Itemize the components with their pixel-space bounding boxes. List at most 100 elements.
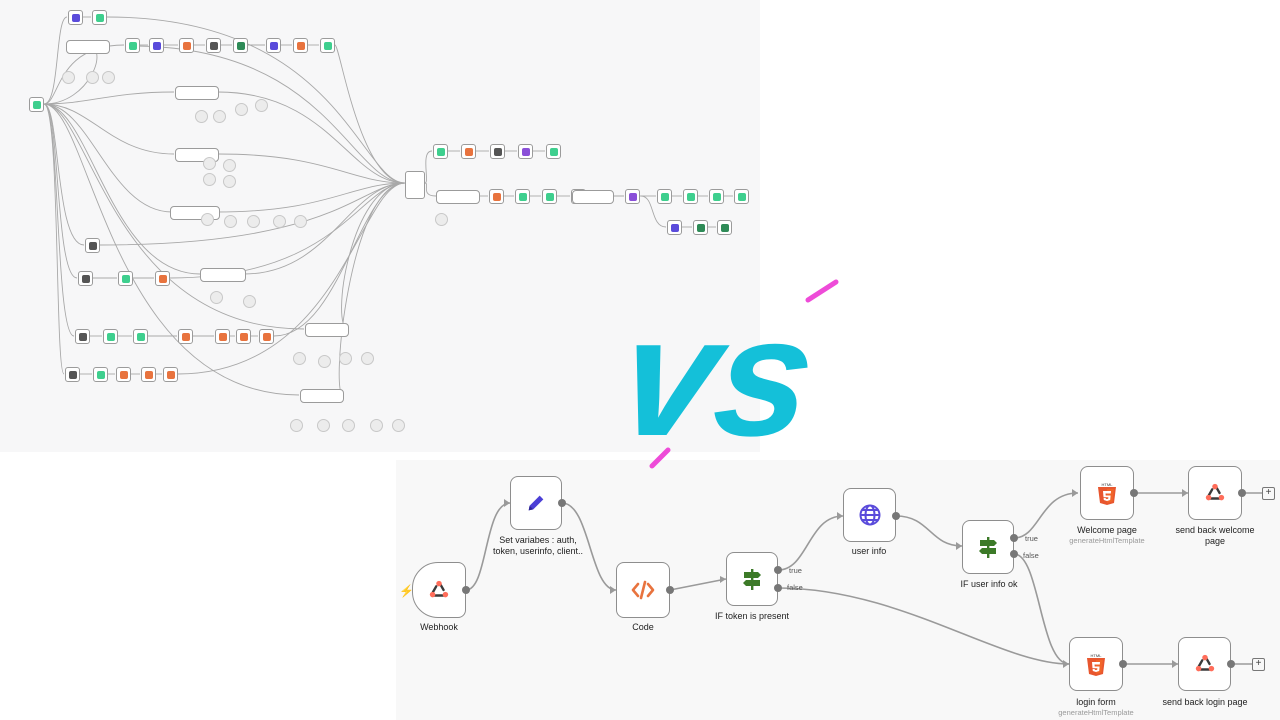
add-node-button[interactable]: + [1262, 487, 1275, 500]
output-handle[interactable] [1238, 489, 1246, 497]
workflow-node[interactable] [515, 189, 530, 204]
sub-node[interactable] [247, 215, 260, 228]
workflow-node[interactable] [163, 367, 178, 382]
workflow-node[interactable] [461, 144, 476, 159]
workflow-node[interactable] [546, 144, 561, 159]
workflow-node[interactable] [236, 329, 251, 344]
sub-node[interactable] [318, 355, 331, 368]
workflow-node[interactable] [293, 38, 308, 53]
output-handle[interactable] [892, 512, 900, 520]
sub-node[interactable] [370, 419, 383, 432]
output-handle[interactable] [462, 586, 470, 594]
user-info-node[interactable] [843, 488, 896, 542]
sub-node[interactable] [201, 213, 214, 226]
workflow-node[interactable] [489, 189, 504, 204]
welcome-page-node[interactable]: HTML [1080, 466, 1134, 520]
workflow-node[interactable] [141, 367, 156, 382]
workflow-node[interactable] [320, 38, 335, 53]
output-handle[interactable] [774, 566, 782, 574]
workflow-node[interactable] [233, 38, 248, 53]
sub-node[interactable] [203, 173, 216, 186]
workflow-node[interactable] [179, 38, 194, 53]
workflow-node[interactable] [155, 271, 170, 286]
workflow-node[interactable] [490, 144, 505, 159]
sub-node[interactable] [223, 159, 236, 172]
agent-node[interactable] [66, 40, 110, 54]
workflow-node[interactable] [65, 367, 80, 382]
workflow-node[interactable] [118, 271, 133, 286]
sub-node[interactable] [224, 215, 237, 228]
sub-node[interactable] [203, 157, 216, 170]
sub-node[interactable] [317, 419, 330, 432]
workflow-node[interactable] [93, 367, 108, 382]
sub-node[interactable] [361, 352, 374, 365]
seo-agent-node[interactable] [300, 389, 344, 403]
output-handle[interactable] [558, 499, 566, 507]
sub-node[interactable] [213, 110, 226, 123]
workflow-node[interactable] [518, 144, 533, 159]
workflow-node[interactable] [683, 189, 698, 204]
sub-node[interactable] [235, 103, 248, 116]
sub-node[interactable] [243, 295, 256, 308]
if-userinfo-node[interactable] [962, 520, 1014, 574]
customer-agent-node[interactable] [200, 268, 246, 282]
workflow-node[interactable] [75, 329, 90, 344]
output-handle[interactable] [1119, 660, 1127, 668]
sub-node[interactable] [102, 71, 115, 84]
webhook-node[interactable] [412, 562, 466, 618]
sub-node[interactable] [62, 71, 75, 84]
sub-node[interactable] [290, 419, 303, 432]
sub-node[interactable] [210, 291, 223, 304]
workflow-node[interactable] [178, 329, 193, 344]
code-node[interactable] [616, 562, 670, 618]
workflow-node[interactable] [206, 38, 221, 53]
output-handle[interactable] [666, 586, 674, 594]
workflow-node[interactable] [693, 220, 708, 235]
sub-node[interactable] [273, 215, 286, 228]
send-welcome-node[interactable] [1188, 466, 1242, 520]
workflow-node[interactable] [78, 271, 93, 286]
sub-node[interactable] [86, 71, 99, 84]
workflow-node[interactable] [85, 238, 100, 253]
output-handle[interactable] [1130, 489, 1138, 497]
login-form-node[interactable]: HTML [1069, 637, 1123, 691]
workflow-node[interactable] [542, 189, 557, 204]
workflow-node[interactable] [68, 10, 83, 25]
output-handle[interactable] [1010, 550, 1018, 558]
sub-node[interactable] [255, 99, 268, 112]
sub-node[interactable] [223, 175, 236, 188]
set-variables-node[interactable] [510, 476, 562, 530]
workflow-node[interactable] [667, 220, 682, 235]
seo-agent-node[interactable] [305, 323, 349, 337]
workflow-node[interactable] [259, 329, 274, 344]
product-agent-node[interactable] [175, 86, 219, 100]
workflow-node[interactable] [709, 189, 724, 204]
workflow-node[interactable] [734, 189, 749, 204]
chat-model-node[interactable] [435, 213, 448, 226]
workflow-node[interactable] [657, 189, 672, 204]
agent-node[interactable] [572, 190, 614, 204]
sub-node[interactable] [294, 215, 307, 228]
workflow-node[interactable] [133, 329, 148, 344]
chat-node[interactable] [436, 190, 480, 204]
output-handle[interactable] [774, 584, 782, 592]
workflow-node[interactable] [625, 189, 640, 204]
workflow-node[interactable] [103, 329, 118, 344]
workflow-node[interactable] [116, 367, 131, 382]
sub-node[interactable] [339, 352, 352, 365]
merge-node[interactable] [405, 171, 425, 199]
send-login-node[interactable] [1178, 637, 1231, 691]
add-node-button[interactable]: + [1252, 658, 1265, 671]
workflow-node[interactable] [149, 38, 164, 53]
sub-node[interactable] [342, 419, 355, 432]
workflow-node[interactable] [433, 144, 448, 159]
sub-node[interactable] [293, 352, 306, 365]
if-token-node[interactable] [726, 552, 778, 606]
workflow-node[interactable] [92, 10, 107, 25]
workflow-node[interactable] [215, 329, 230, 344]
workflow-node[interactable] [125, 38, 140, 53]
sub-node[interactable] [392, 419, 405, 432]
sub-node[interactable] [195, 110, 208, 123]
output-handle[interactable] [1010, 534, 1018, 542]
workflow-node[interactable] [266, 38, 281, 53]
